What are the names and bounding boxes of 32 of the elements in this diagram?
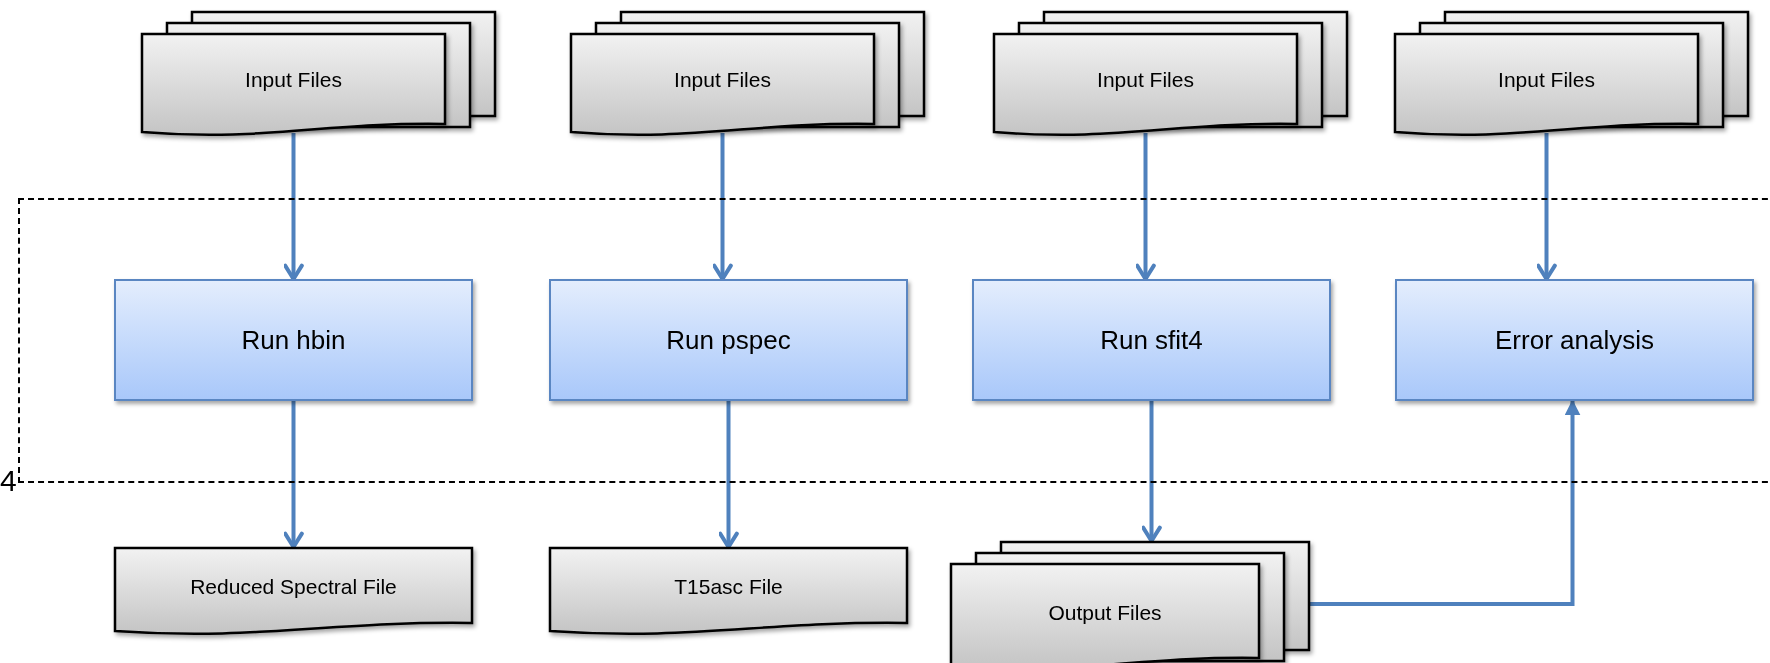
document-shape: [114, 547, 473, 638]
arrow: [283, 401, 304, 549]
arrow: [1141, 401, 1162, 543]
dashed-group-box: [18, 198, 1770, 483]
node-label: Error analysis: [1495, 324, 1654, 356]
node-label: Input Files: [245, 68, 342, 92]
node-label: Reduced Spectral File: [190, 574, 397, 599]
process-box: [114, 279, 473, 401]
arrow: [1135, 133, 1156, 281]
node-label: Run pspec: [666, 324, 791, 356]
process-box: [549, 279, 908, 401]
document-shape: [549, 547, 908, 638]
node-label: Output Files: [1048, 601, 1162, 625]
node-label: Input Files: [1097, 68, 1194, 92]
node-label: Run sfit4: [1100, 324, 1203, 356]
arrow: [1310, 399, 1581, 606]
node-label: Input Files: [1498, 68, 1595, 92]
document-stack: [950, 541, 1310, 663]
node-label: Run hbin: [241, 324, 346, 356]
arrow: [718, 401, 739, 549]
process-box: [1395, 279, 1754, 401]
process-box: [972, 279, 1331, 401]
arrow: [1536, 133, 1557, 281]
document-stack: [570, 11, 925, 139]
side-label: 4: [0, 466, 17, 496]
document-stack: [1394, 11, 1749, 139]
document-stack: [141, 11, 496, 139]
arrow: [283, 133, 304, 281]
node-label: T15asc File: [674, 574, 783, 599]
arrow: [712, 133, 733, 281]
document-stack: [993, 11, 1348, 139]
node-label: Input Files: [674, 68, 771, 92]
